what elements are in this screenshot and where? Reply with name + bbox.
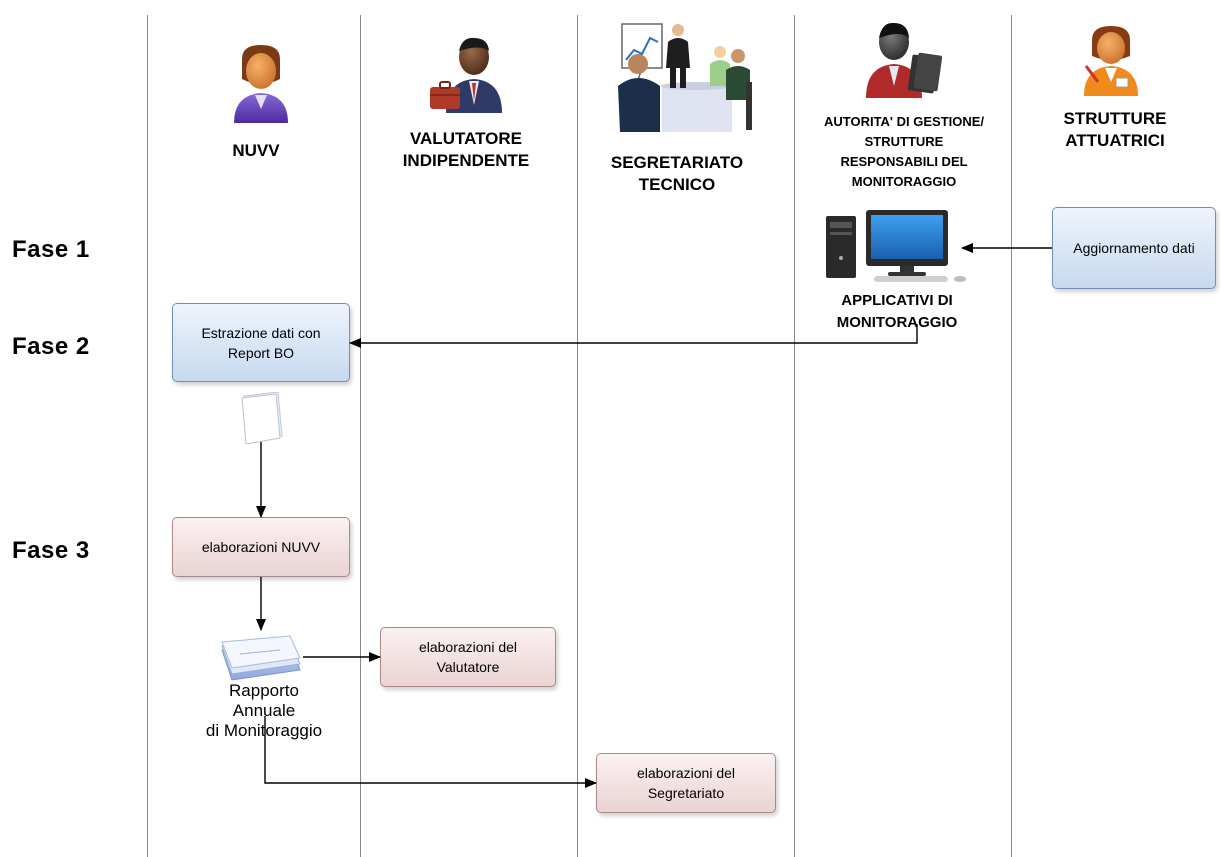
arrow-rapporto-to-segretariato [264, 716, 597, 788]
actor-label-valutatore: VALUTATORE INDIPENDENTE [402, 129, 530, 170]
phase-label-1: Fase 1 [12, 236, 90, 263]
lane-divider-1 [147, 15, 148, 857]
actor-label-strutture: STRUTTURE ATTUATRICI [1063, 109, 1167, 150]
actor-label-segretariato: SEGRETARIATO TECNICO [610, 153, 744, 194]
document-stack-icon [221, 635, 301, 681]
worker-icon [1084, 26, 1138, 96]
arrow-applicativi-to-estrazione [349, 324, 918, 348]
manager-icon [866, 22, 943, 98]
elaborazioni-valutatore-box: elaborazioni del Valutatore [380, 627, 556, 687]
lane-divider-5 [1011, 15, 1012, 857]
document-icon [241, 392, 283, 444]
estrazione-dati-box: Estrazione dati con Report BO [172, 303, 350, 382]
elaborazioni-nuvv-box: elaborazioni NUVV [172, 517, 350, 577]
phase-label-3: Fase 3 [12, 537, 90, 564]
computer-icon [826, 210, 966, 282]
lane-divider-3 [577, 15, 578, 857]
lane-divider-4 [794, 15, 795, 857]
businessman-icon [430, 37, 502, 113]
applicativi-label: APPLICATIVI DI MONITORAGGIO [836, 292, 958, 331]
phase-label-2: Fase 2 [12, 333, 90, 360]
lane-divider-2 [360, 15, 361, 857]
actor-label-nuvv: NUVV [232, 141, 280, 160]
meeting-icon [618, 23, 752, 132]
rapporto-label: Rapporto Annuale di Monitoraggio [205, 681, 323, 740]
elaborazioni-segretariato-box: elaborazioni del Segretariato [596, 753, 776, 813]
person-icon [234, 45, 288, 123]
actor-label-autorita: AUTORITA' DI GESTIONE/ STRUTTURE RESPONS… [823, 114, 985, 189]
aggiornamento-dati-box: Aggiornamento dati [1052, 207, 1216, 289]
